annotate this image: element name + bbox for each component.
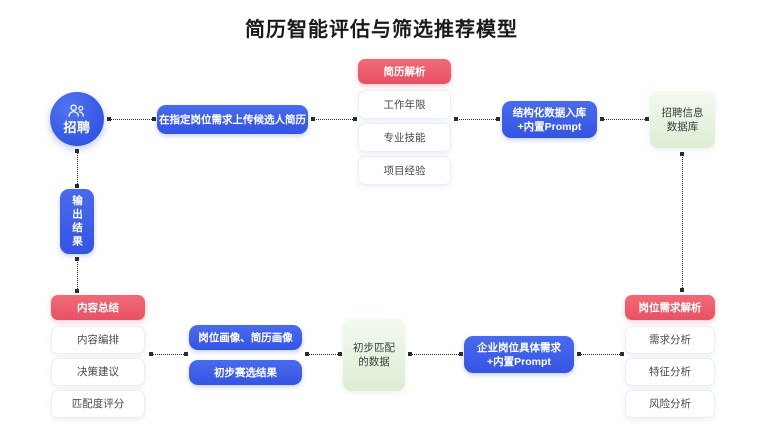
connector-cap [680,288,684,292]
page-title: 简历智能评估与筛选推荐模型 [245,19,518,41]
connector-cap [496,117,500,121]
node-recruitment-label: 招聘 [63,119,91,135]
connector-cap [305,352,309,356]
connector-cap [408,352,412,356]
node-resume-item-projects[interactable]: 项目经验 [358,156,451,185]
connector-cap [75,289,79,293]
connector-cap [454,117,458,121]
node-content-summary-header[interactable]: 内容总结 [51,295,145,320]
node-resume-parse-header[interactable]: 简历解析 [358,59,451,84]
node-content-item-decision[interactable]: 决策建议 [51,358,145,386]
connector-cap [680,152,684,156]
connector-demand-matched [409,354,463,355]
node-content-item-arrangement[interactable]: 内容编排 [51,326,145,354]
connector-parse-store [455,119,500,120]
node-content-item-match-score[interactable]: 匹配度评分 [51,390,145,418]
connector-cap [75,149,79,153]
node-preliminary-filter-result[interactable]: 初步赛选结果 [189,360,302,385]
connector-cap [75,257,79,261]
connector-db-jobparse [682,153,683,292]
node-job-item-demand-analysis[interactable]: 需求分析 [625,326,715,354]
connector-matched-portrait [306,354,342,355]
node-upload-resume[interactable]: 在指定岗位需求上传候选人简历 [157,105,308,134]
connector-cap [577,352,581,356]
node-enterprise-job-demand[interactable]: 企业岗位具体需求 +内置Prompt [464,336,574,373]
connector-jobparse-demand [578,354,624,355]
connector-cap [184,352,188,356]
connector-output-recruit [77,150,78,188]
connector-cap [459,352,463,356]
connector-summary-output [77,258,78,293]
node-job-item-risk-analysis[interactable]: 风险分析 [625,390,715,418]
node-output-result[interactable]: 输出结果 [60,189,94,254]
node-structured-data-store[interactable]: 结构化数据入库 +内置Prompt [502,101,597,138]
people-icon [67,103,87,119]
node-job-demand-parse-header[interactable]: 岗位需求解析 [625,295,715,320]
node-recruitment[interactable]: 招聘 [50,92,104,146]
connector-cap [311,117,315,121]
connector-cap [107,117,111,121]
connector-store-db [601,119,649,120]
connector-cap [600,117,604,121]
connector-recruit-upload [108,119,156,120]
connector-cap [75,184,79,188]
connector-cap [353,117,357,121]
connector-cap [645,117,649,121]
node-resume-item-skills[interactable]: 专业技能 [358,123,451,152]
node-job-item-feature-analysis[interactable]: 特征分析 [625,358,715,386]
connector-portrait-summary [150,354,188,355]
connector-cap [149,352,153,356]
connector-cap [152,117,156,121]
node-job-resume-portrait[interactable]: 岗位画像、简历画像 [189,325,302,350]
node-recruitment-database[interactable]: 招聘信息 数据库 [650,91,715,148]
node-matched-data[interactable]: 初步匹配 的数据 [343,319,405,391]
connector-cap [338,352,342,356]
connector-upload-parse [312,119,357,120]
node-resume-item-work-years[interactable]: 工作年限 [358,90,451,119]
connector-cap [620,352,624,356]
